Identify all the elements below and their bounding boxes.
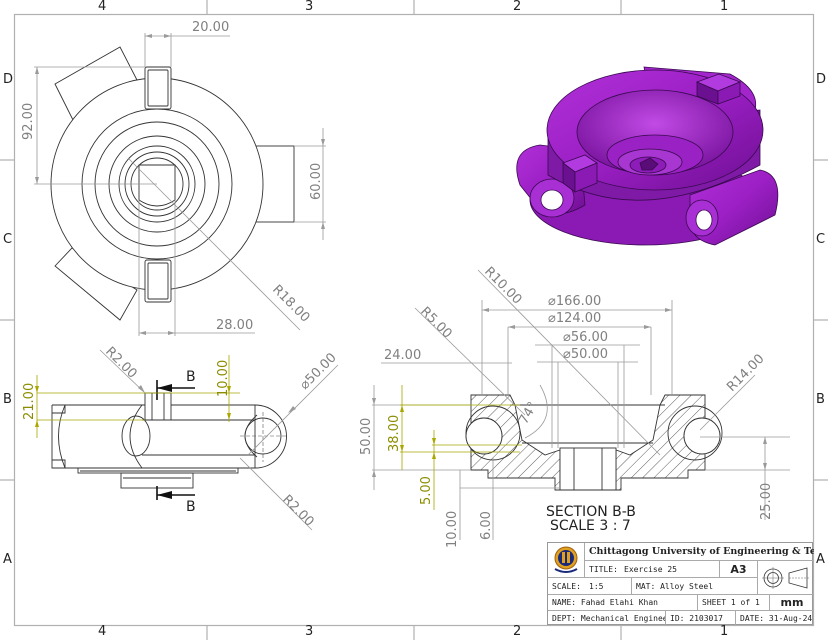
paper-size: A3 <box>720 561 758 578</box>
material: MAT: Alloy Steel <box>632 578 758 595</box>
university-logo <box>548 543 585 578</box>
dim-5: 5.00 <box>419 476 434 505</box>
third-angle-projection-icon <box>762 566 809 589</box>
dim-angle: 74° <box>516 400 541 427</box>
dim-d50: ⌀50.00 <box>297 350 339 392</box>
title-block: Chittagong University of Engineering & T… <box>547 542 814 626</box>
dim-d166: ⌀166.00 <box>548 294 601 309</box>
dim-d56: ⌀56.00 <box>563 330 608 345</box>
university-name: Chittagong University of Engineering & T… <box>585 543 814 561</box>
date: DATE: 31-Aug-24 <box>740 614 813 623</box>
section-scale: SCALE 3 : 7 <box>550 518 631 534</box>
title-value: Exercise 25 <box>620 561 720 578</box>
section-mark-top: B <box>186 369 196 385</box>
dim-24: 24.00 <box>384 348 421 363</box>
section-mark-bottom: B <box>186 499 196 515</box>
section-title: SECTION B-B <box>546 504 636 520</box>
section-view <box>465 394 723 491</box>
section-view-dimensions <box>372 269 790 540</box>
cuet-logo-icon <box>554 546 578 573</box>
dim-38: 38.00 <box>387 415 402 452</box>
top-view <box>50 46 295 321</box>
front-view-centerlines <box>240 412 288 462</box>
front-view <box>51 392 287 489</box>
dim-20: 20.00 <box>192 20 229 35</box>
title-label: TITLE: <box>585 561 640 578</box>
isometric-model <box>516 66 779 246</box>
sheet-number: SHEET 1 of 1 <box>698 595 770 611</box>
dim-r2-bottom: R2.00 <box>279 492 316 529</box>
scale-label: SCALE: <box>548 578 585 595</box>
zone-col-3-bottom: 3 <box>305 624 314 639</box>
units: mm <box>770 595 814 611</box>
projection-symbol <box>758 561 814 595</box>
section-view-arrows <box>372 308 767 477</box>
dim-50: 50.00 <box>359 418 374 455</box>
lug-lower-left <box>54 247 138 321</box>
dim-r18: R18.00 <box>269 282 312 325</box>
dim-25: 25.00 <box>759 483 774 520</box>
zone-col-1-top: 1 <box>720 0 729 14</box>
dim-21: 21.00 <box>22 383 37 420</box>
zone-col-2-bottom: 2 <box>513 624 522 639</box>
dim-28: 28.00 <box>216 318 253 333</box>
zone-col-3-top: 3 <box>305 0 314 14</box>
dim-r2-top: R2.00 <box>102 344 139 381</box>
dim-60: 60.00 <box>309 163 324 200</box>
dim-92: 92.00 <box>21 103 36 140</box>
zone-row-c-left: C <box>3 232 13 247</box>
dim-10: 10.00 <box>445 511 460 548</box>
zone-col-2-top: 2 <box>513 0 522 14</box>
dim-r10: R10.00 <box>481 264 524 307</box>
dim-d124: ⌀124.00 <box>548 311 601 326</box>
front-view-arrows <box>35 385 296 427</box>
top-view-dimensions <box>34 33 326 336</box>
section-arrows <box>157 384 172 499</box>
scale-value: 1:5 <box>585 578 632 595</box>
dim-10: 10.00 <box>216 360 231 397</box>
zone-row-a-right: A <box>816 552 825 567</box>
zone-row-c-right: C <box>816 232 826 247</box>
dim-r14: R14.00 <box>724 352 767 395</box>
zone-row-d-left: D <box>3 72 14 87</box>
zone-col-4-bottom: 4 <box>98 624 107 639</box>
department: DEPT: Mechanical Engineering <box>548 611 666 626</box>
drafter-name: NAME: Fahad Elahi Khan <box>548 595 698 611</box>
dim-6: 6.00 <box>479 511 494 540</box>
zone-row-b-right: B <box>816 392 825 407</box>
dim-r5: R5.00 <box>417 304 454 341</box>
dim-d50: ⌀50.00 <box>563 347 608 362</box>
student-id: ID: 2103017 <box>666 611 736 626</box>
zone-col-4-top: 4 <box>98 0 107 14</box>
zone-row-b-left: B <box>3 392 12 407</box>
zone-col-1-bottom: 1 <box>720 624 729 639</box>
zone-row-d-right: D <box>816 72 827 87</box>
section-cut-line <box>156 380 195 500</box>
zone-row-a-left: A <box>3 552 12 567</box>
top-view-arrows <box>35 34 325 335</box>
